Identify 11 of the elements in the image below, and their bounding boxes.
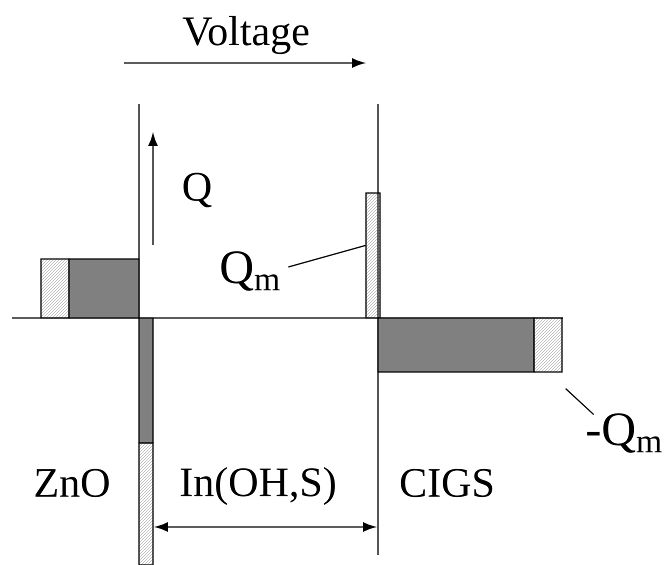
hatched-bar bbox=[533, 317, 563, 373]
leader-line bbox=[565, 388, 594, 416]
axis-label: Voltage bbox=[182, 16, 308, 54]
axis-label: ZnO bbox=[36, 468, 109, 498]
axis-label: Q bbox=[184, 172, 212, 208]
axis-label: In(OH,S) bbox=[180, 466, 335, 506]
charge-label: -Q$_{m}$ bbox=[587, 413, 662, 453]
charge-label: Q$_{m}$ bbox=[221, 251, 280, 291]
leader-line bbox=[288, 244, 366, 268]
axis-label: CIGS bbox=[400, 468, 492, 498]
hatched-bar bbox=[365, 192, 381, 319]
